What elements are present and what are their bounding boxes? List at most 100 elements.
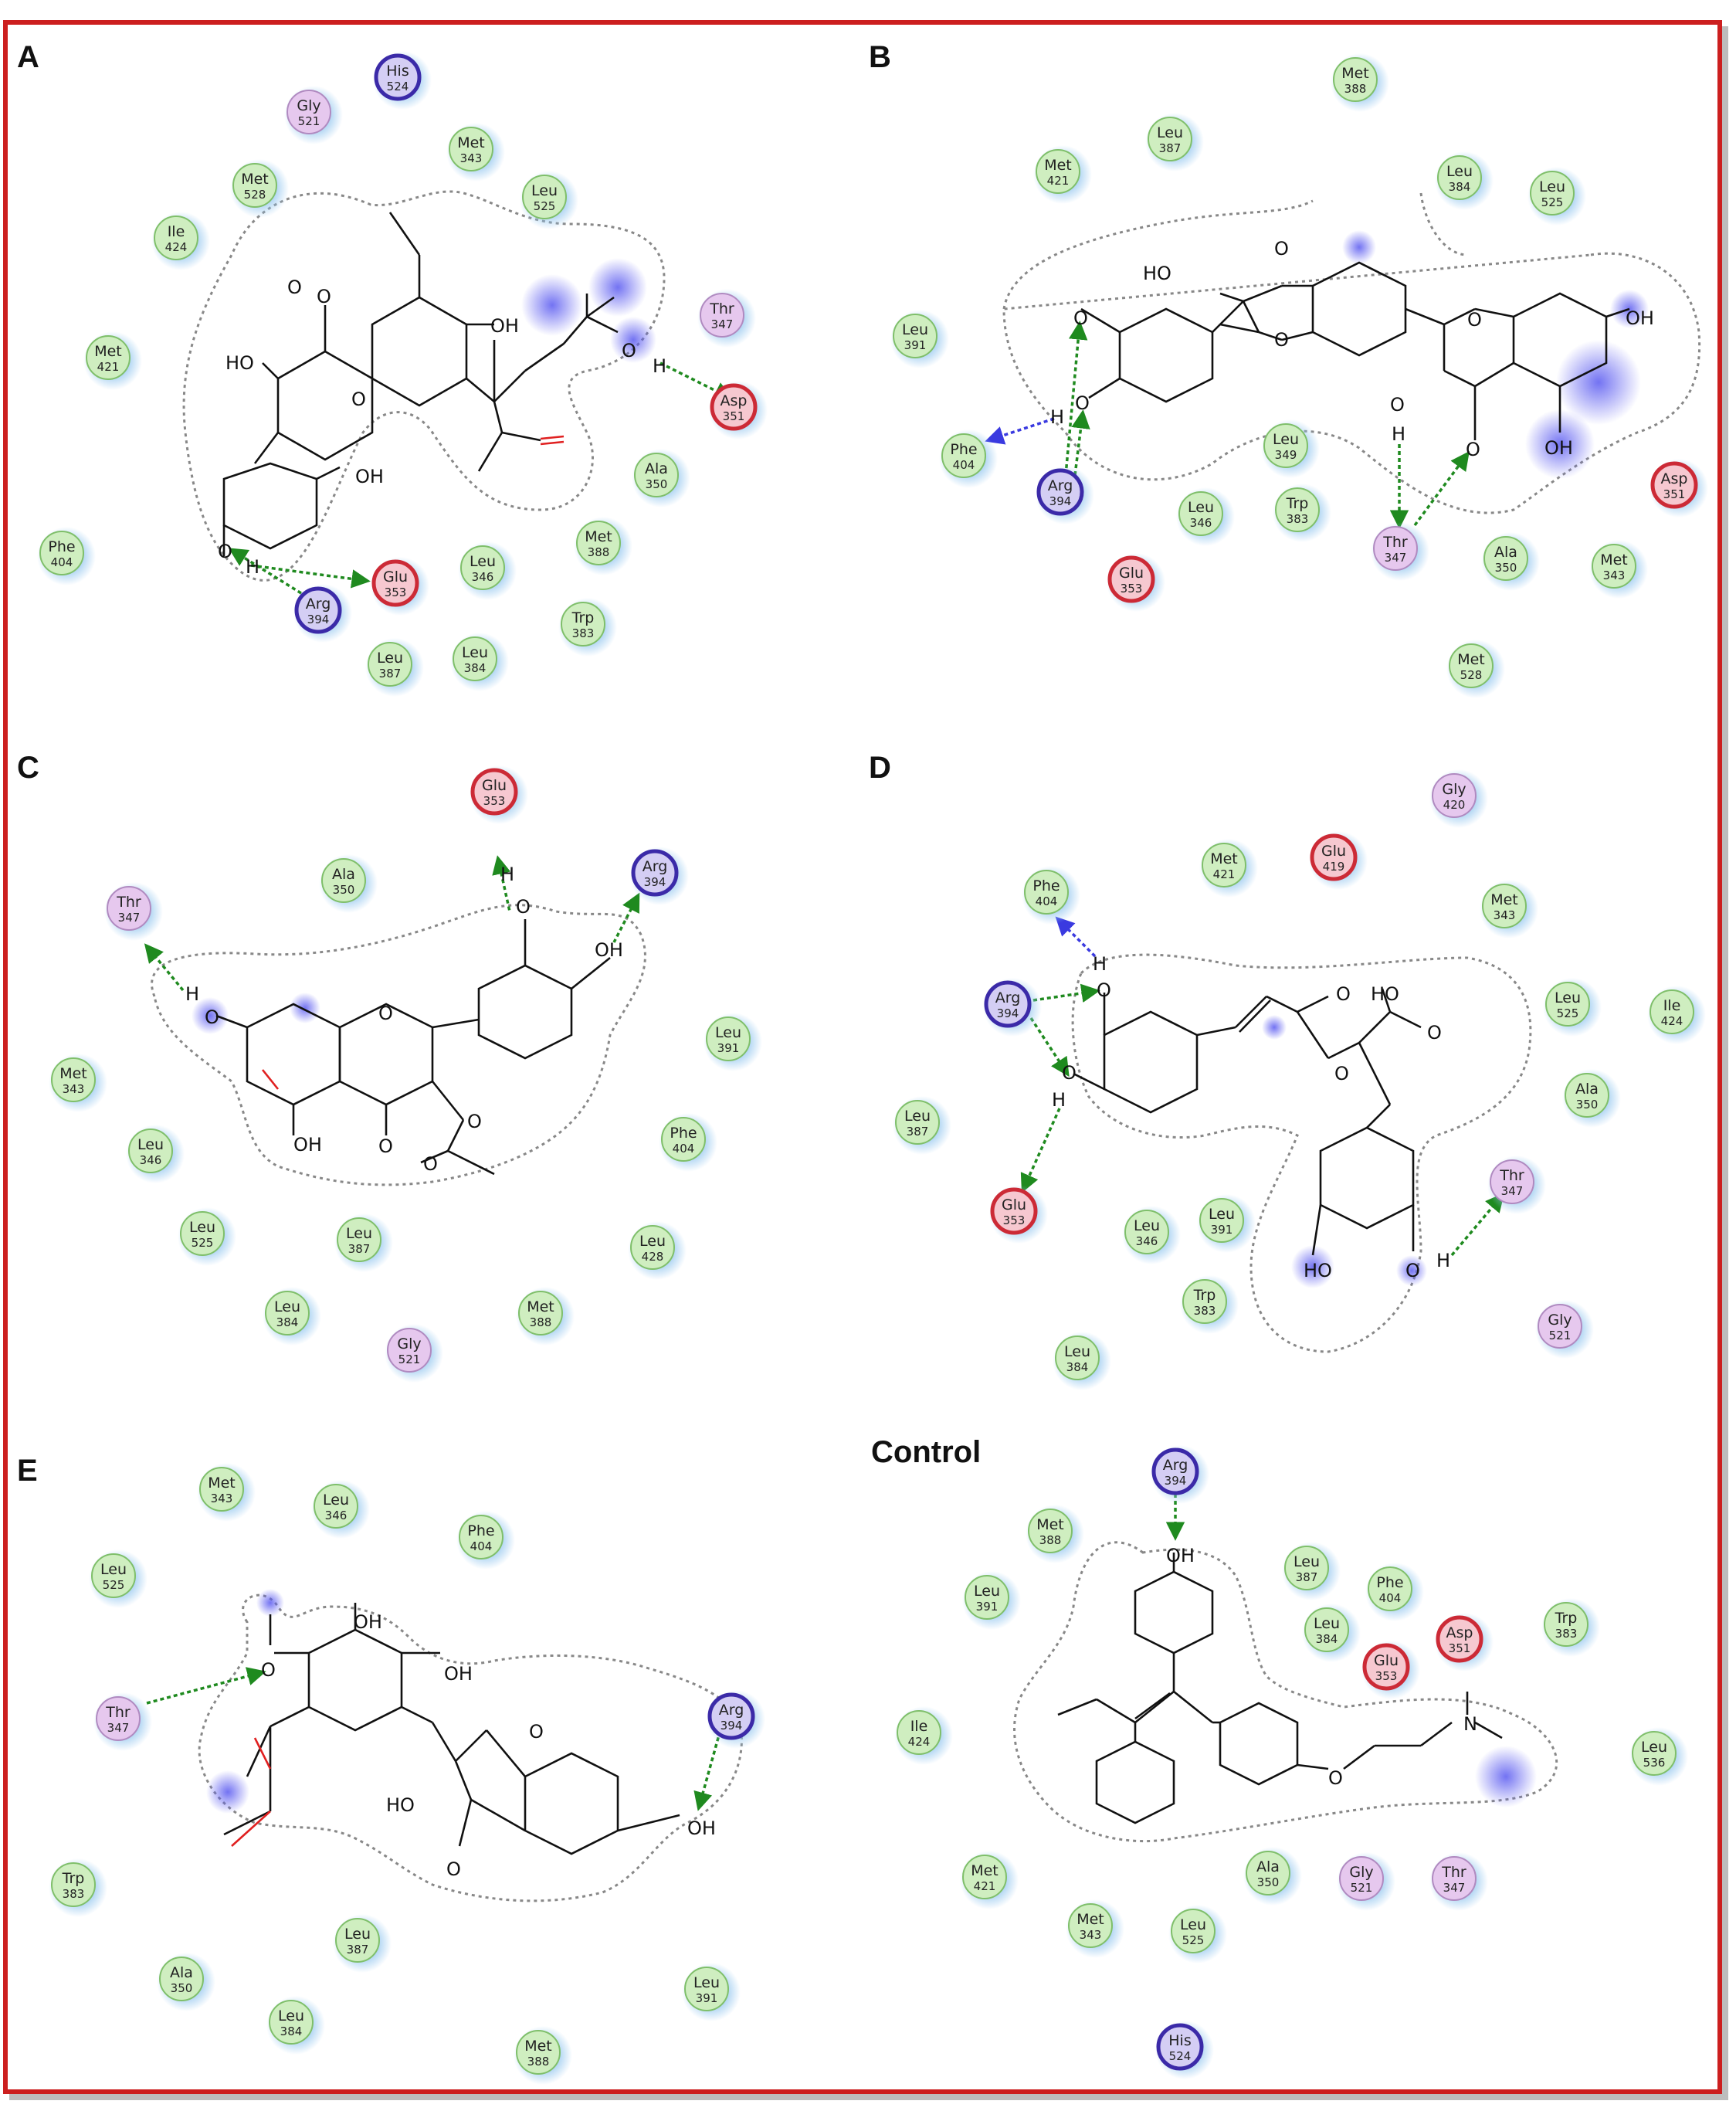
- residue-number: 525: [103, 1578, 125, 1592]
- pocket-outline-b: [1002, 192, 1701, 514]
- residue-number: 404: [470, 1539, 493, 1553]
- residue-circle: [1068, 1903, 1113, 1948]
- atom-label: O: [529, 1721, 544, 1743]
- residue-name: Thr: [709, 300, 734, 317]
- atom-label: O: [1467, 309, 1482, 331]
- residue-circle: [1449, 643, 1494, 688]
- residue-name: Ile: [1663, 997, 1681, 1014]
- residue-number: 384: [280, 2024, 303, 2038]
- residue-number: 351: [1663, 487, 1686, 501]
- residue-circle: [707, 1692, 755, 1740]
- pocket-outline-e: [198, 1593, 743, 1902]
- residue-name: Ala: [170, 1964, 193, 1981]
- residue-number: 387: [1159, 141, 1182, 155]
- residue-number: 350: [646, 477, 668, 491]
- residue-name: Leu: [346, 1225, 372, 1242]
- residue-circle: [634, 453, 679, 497]
- residue-name: Arg: [643, 858, 668, 875]
- figure-frame: [3, 20, 1722, 2094]
- panel-label-e: E: [17, 1454, 38, 1488]
- residue-circle: [1156, 2023, 1204, 2071]
- residue-name: Met: [1600, 552, 1628, 568]
- residue-circle: [1482, 884, 1527, 928]
- residue-name: Phe: [48, 538, 75, 555]
- residue-name: Arg: [995, 989, 1021, 1006]
- residue-name: Leu: [278, 2007, 304, 2024]
- residue-number: 536: [1643, 1756, 1666, 1770]
- residue-name: Phe: [670, 1125, 697, 1142]
- residue-name: Leu: [693, 1974, 720, 1991]
- residue-number: 428: [642, 1250, 664, 1264]
- residue-name: Leu: [1188, 499, 1214, 516]
- residue-circle: [1632, 1731, 1677, 1776]
- residue-circle: [1024, 870, 1069, 915]
- ligand-control: [1057, 1553, 1503, 1824]
- panel-label-d: D: [869, 751, 891, 785]
- residue-number: 343: [1080, 1928, 1102, 1942]
- residue-circle: [107, 886, 151, 931]
- atom-label: O: [1466, 439, 1480, 460]
- residue-circle: [1199, 1198, 1244, 1243]
- residue-name: Phe: [1376, 1574, 1403, 1591]
- residue-circle: [1436, 1615, 1483, 1663]
- residue-number: 420: [1443, 798, 1466, 812]
- residue-name: Gly: [397, 1335, 421, 1352]
- residue-circle: [128, 1128, 173, 1173]
- atom-label: O: [622, 340, 636, 361]
- residue-name: Met: [527, 1298, 554, 1315]
- residue-circle: [1275, 487, 1320, 532]
- residue-number: 387: [347, 1943, 369, 1957]
- residue-name: Leu: [1157, 124, 1183, 141]
- residue-circle: [700, 293, 744, 338]
- residue-circle: [897, 1710, 941, 1755]
- atom-label: H: [1093, 953, 1107, 975]
- residue-name: Leu: [1539, 178, 1565, 195]
- residue-number: 391: [717, 1041, 740, 1055]
- residue-circle: [1202, 843, 1246, 888]
- residue-name: Ala: [645, 460, 668, 477]
- residue-circle: [159, 1957, 204, 2001]
- residue-circle: [576, 521, 621, 565]
- residue-circle: [1483, 536, 1528, 581]
- atom-label: O: [1390, 394, 1405, 416]
- residue-name: Gly: [1349, 1864, 1373, 1881]
- atom-label: O: [351, 389, 366, 410]
- residue-name: Met: [585, 528, 612, 545]
- residue-name: Glu: [383, 568, 408, 585]
- atom-label: HO: [1143, 263, 1171, 284]
- residue-number: 421: [1047, 174, 1070, 188]
- residue-circle: [1151, 1447, 1199, 1495]
- atom-label: O: [261, 1659, 276, 1681]
- residue-number: 521: [398, 1352, 421, 1366]
- residue-number: 391: [904, 338, 927, 352]
- residue-number: 521: [1351, 1881, 1373, 1895]
- residue-circle: [39, 531, 84, 575]
- residue-name: Asp: [1661, 470, 1688, 487]
- residue-circle: [335, 1918, 380, 1963]
- residue-number: 394: [1165, 1474, 1187, 1488]
- atom-label: H: [1436, 1250, 1450, 1271]
- residue-circle: [630, 1225, 675, 1270]
- residue-circle: [1538, 1304, 1582, 1349]
- residue-circle: [1432, 773, 1477, 818]
